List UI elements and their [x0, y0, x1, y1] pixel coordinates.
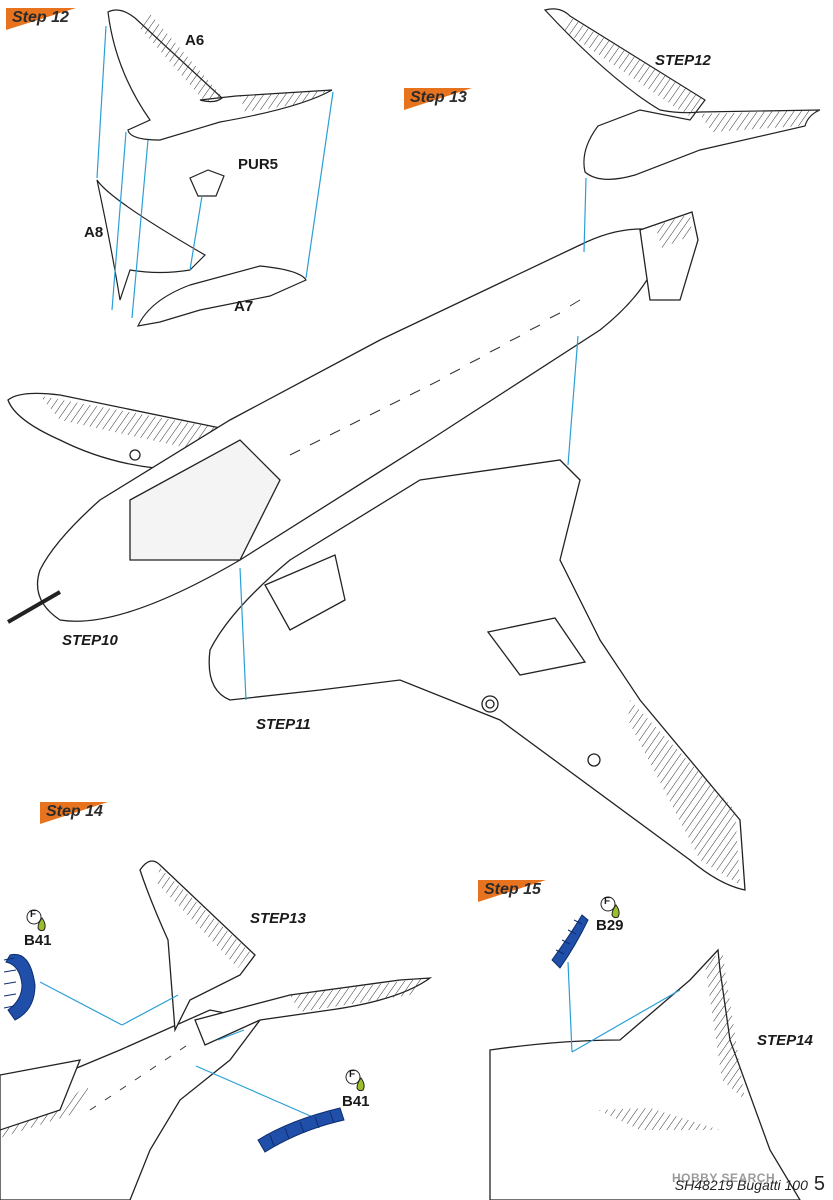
- paint-badge-left: [26, 909, 46, 932]
- step12-tail-parts: [96, 9, 333, 327]
- step-14-label: Step 14: [46, 803, 103, 820]
- step-15-label: Step 15: [484, 881, 541, 898]
- label-a6: A6: [185, 32, 205, 49]
- label-a8: A8: [84, 224, 104, 241]
- label-step13-ref: STEP13: [250, 910, 306, 927]
- step-13-label: Step 13: [410, 89, 467, 106]
- page-number: 5: [813, 1173, 825, 1195]
- step14-tail: [0, 860, 433, 1200]
- label-step11-ref: STEP11: [256, 716, 311, 733]
- label-pur5: PUR5: [238, 156, 279, 173]
- paint-code-left: F: [30, 909, 37, 920]
- label-b29: B29: [596, 917, 624, 934]
- part-a7: [136, 265, 307, 327]
- step-12-flag: Step 12: [6, 8, 76, 30]
- part-b41-left-shape: [3, 953, 36, 1021]
- step15-arrows: [567, 961, 681, 1053]
- step12-arrows: [96, 25, 334, 319]
- step-12-label: Step 12: [12, 9, 69, 26]
- paint-code-b29: F: [604, 896, 611, 907]
- fuselage-rivets: [289, 299, 581, 456]
- label-b41-left: B41: [24, 932, 52, 949]
- label-step14-ref: STEP14: [757, 1032, 813, 1049]
- part-b41-right-shape: [257, 1107, 345, 1153]
- step15-tail: [489, 948, 801, 1200]
- part-b29-shape: [551, 914, 589, 969]
- step-13-flag: Step 13: [404, 88, 472, 110]
- paint-code-right: F: [349, 1069, 356, 1080]
- step14-arrows: [39, 981, 316, 1119]
- step-15-flag: Step 15: [478, 880, 546, 902]
- footer: SH48219 Bugatti 100 5: [675, 1173, 825, 1196]
- label-a7: A7: [234, 298, 254, 315]
- part-pur5: [189, 169, 225, 197]
- part-a8: [96, 179, 206, 301]
- step13-arrows: [239, 177, 587, 701]
- label-step10-ref: STEP10: [62, 632, 118, 649]
- label-step12-ref: STEP12: [655, 52, 711, 69]
- footer-kit: SH48219 Bugatti 100: [674, 1177, 808, 1193]
- paint-badge-b29: [600, 896, 620, 919]
- step13-tail-unit: [543, 8, 821, 180]
- paint-badge-right: [345, 1069, 365, 1092]
- watermark: HOBBY SEARCH: [672, 1171, 776, 1185]
- main-fuselage: [7, 211, 699, 624]
- lower-wing: [208, 459, 746, 891]
- step14-rivets: [89, 1045, 187, 1111]
- step-14-flag: Step 14: [40, 802, 108, 824]
- label-b41-right: B41: [342, 1093, 370, 1110]
